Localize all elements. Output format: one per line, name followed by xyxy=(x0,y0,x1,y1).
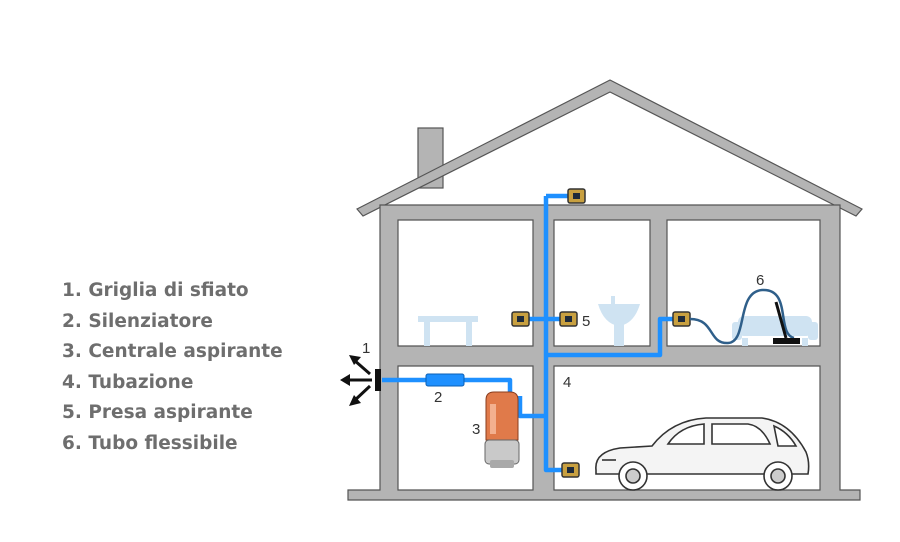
sink-icon xyxy=(598,296,640,346)
car-icon xyxy=(595,417,810,491)
label-1: 1 xyxy=(362,340,370,357)
label-6: 6 xyxy=(756,272,764,289)
legend-item: 6. Tubo flessibile xyxy=(62,432,238,454)
legend-item: 5. Presa aspirante xyxy=(62,402,253,423)
silencer-icon xyxy=(425,373,465,387)
central-unit-icon xyxy=(484,391,520,468)
label-4: 4 xyxy=(563,374,571,391)
table-icon xyxy=(418,316,478,346)
hose-icon xyxy=(689,288,800,345)
label-2: 2 xyxy=(434,389,442,406)
legend-item: 3. Centrale aspirante xyxy=(62,341,283,362)
vent-grille-icon xyxy=(340,355,381,406)
legend-item: 1. Griglia di sfiato xyxy=(62,280,249,301)
house-structure xyxy=(347,79,863,501)
legend-item: 2. Silenziatore xyxy=(62,310,213,332)
label-5: 5 xyxy=(582,313,590,330)
roof xyxy=(356,79,863,217)
inlet-valve-icon xyxy=(511,188,691,478)
legend-item: 4. Tubazione xyxy=(62,371,194,393)
house-walls xyxy=(347,204,861,501)
legend-list: 1. Griglia di sfiato 2. Silenziatore 3. … xyxy=(62,276,283,459)
label-3: 3 xyxy=(472,421,480,438)
